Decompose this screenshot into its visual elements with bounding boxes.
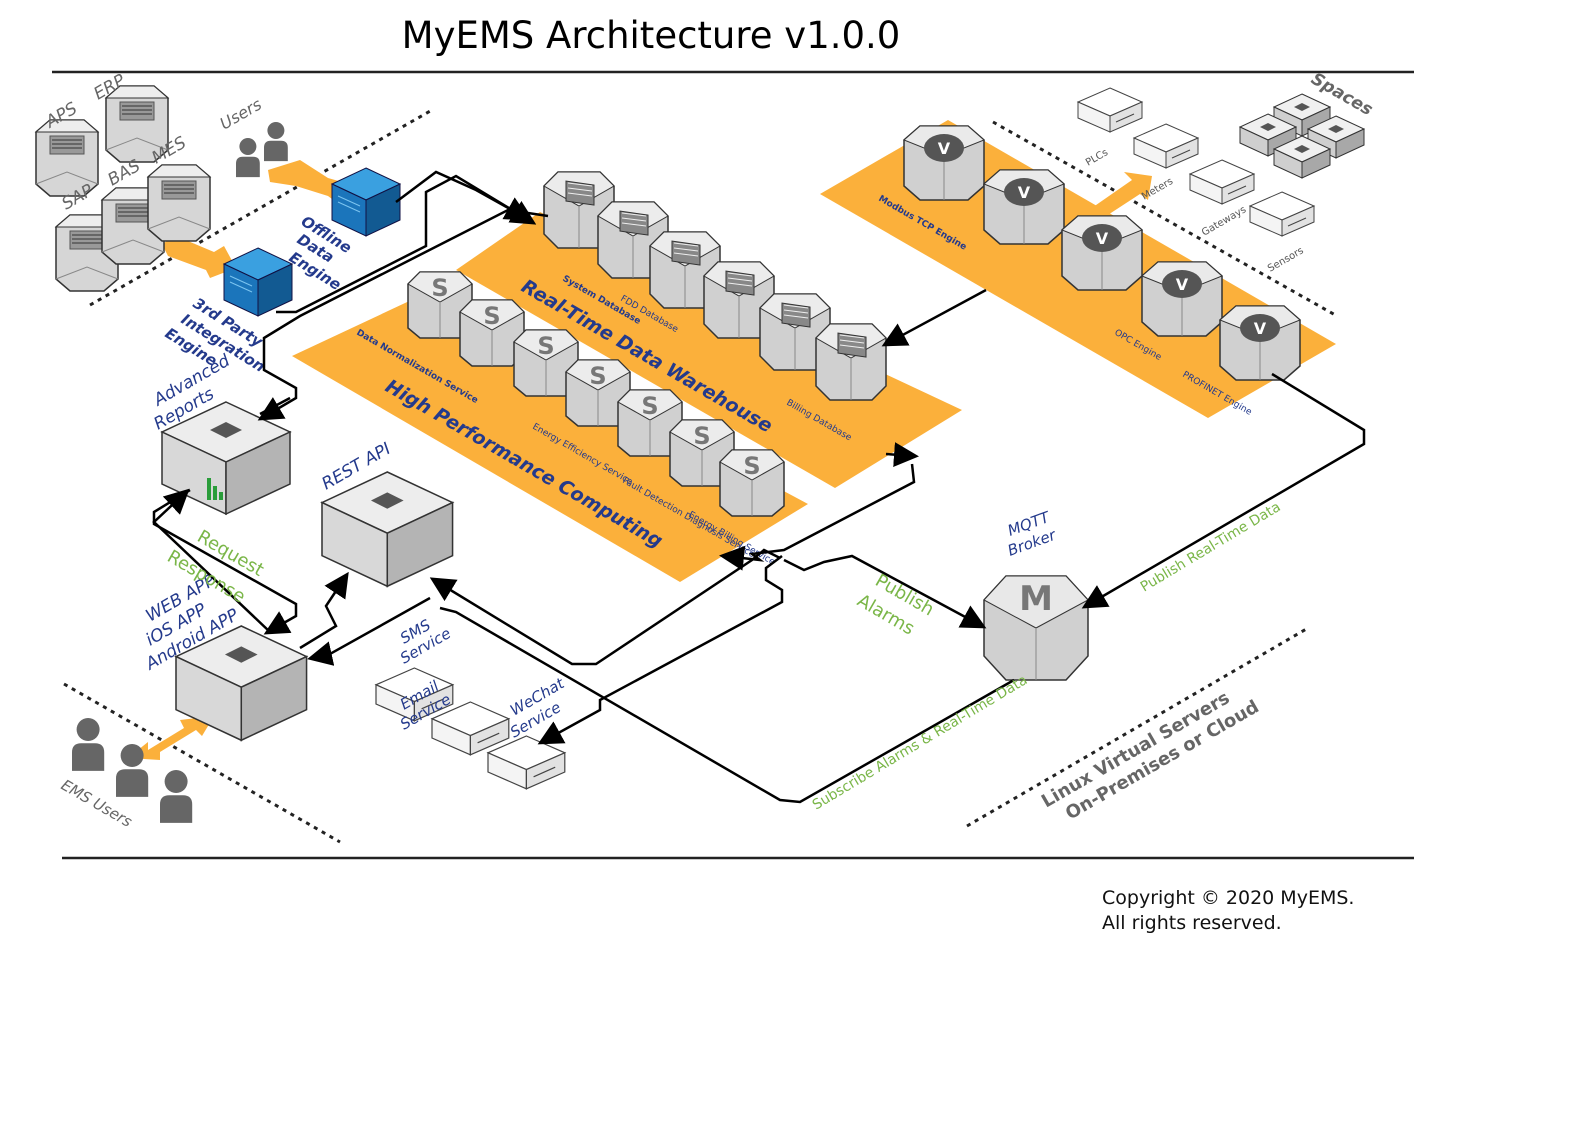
sensors-label: Sensors — [1266, 245, 1306, 274]
publish-realtime-label: Publish Real-Time Data — [1138, 499, 1284, 595]
deployment-label-1: Linux Virtual Servers — [1038, 687, 1233, 812]
gateways-label: Gateways — [1200, 204, 1248, 238]
separator-right-top — [992, 120, 1338, 318]
subscribe-label: Subscribe Alarms & Real-Time Data — [810, 672, 1030, 813]
integration-flow-arrow — [162, 236, 236, 278]
hpc-platform — [292, 296, 808, 582]
offline-data-engine-icon — [331, 167, 401, 237]
warehouse-platform — [456, 212, 962, 488]
svg-text:M: M — [1019, 579, 1053, 619]
separator-right-bottom — [966, 626, 1309, 828]
copyright-line-2: All rights reserved. — [1102, 912, 1282, 934]
connection-lines — [152, 170, 1366, 804]
device-flow-arrow — [1086, 172, 1152, 224]
mqtt-broker-icon: M — [983, 575, 1089, 681]
integration-engine-icon — [223, 247, 293, 317]
rest-api-icon — [321, 471, 454, 588]
users-group: Users — [217, 95, 288, 178]
ems-users-flow-arrow — [128, 716, 214, 760]
plcs-label: PLCs — [1084, 147, 1110, 168]
copyright-line-1: Copyright © 2020 MyEMS. — [1102, 887, 1354, 909]
separator-left-top — [89, 108, 433, 307]
diagram-title: MyEMS Architecture v1.0.0 — [402, 14, 901, 57]
report-chart-icon — [207, 478, 211, 500]
deployment-label-2: On-Premises or Cloud — [1062, 696, 1263, 824]
users-label: Users — [217, 95, 265, 134]
